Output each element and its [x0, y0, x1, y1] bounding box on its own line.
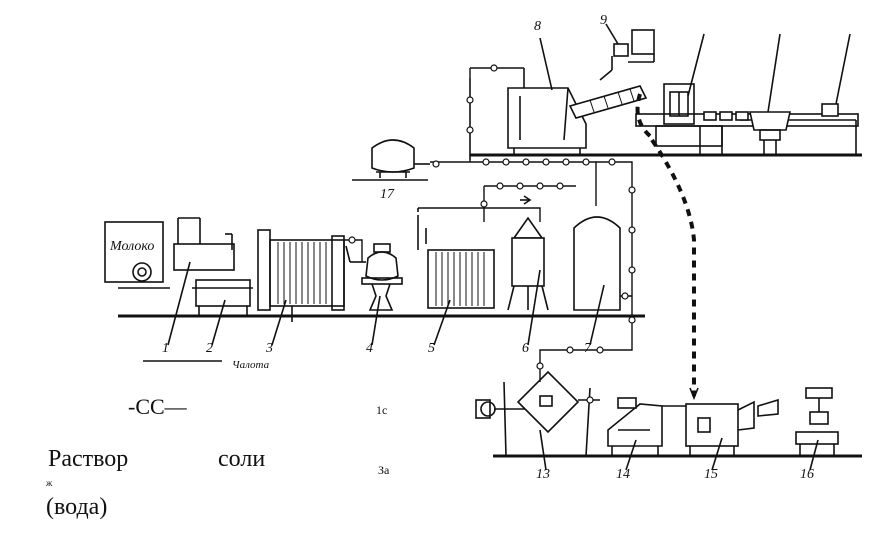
annotation-cc: -СС— — [128, 394, 187, 419]
equipment-9-dosing-unit — [599, 23, 655, 81]
equipment-7-storage-tank — [573, 216, 632, 346]
number-13: 13 — [536, 467, 550, 482]
equipment-5-pasteurizer — [417, 218, 495, 346]
label-frag3: ж — [45, 478, 53, 488]
number-4: 4 — [366, 341, 373, 356]
upper-press-line — [635, 33, 859, 155]
piping — [344, 64, 686, 407]
equipment-13-mixer — [475, 370, 591, 471]
annotation-brine-left: Раствор — [48, 446, 129, 472]
annotation-brine-right: соли — [218, 446, 266, 472]
number-16: 16 — [800, 467, 814, 482]
number-1: 1 — [162, 341, 169, 356]
equipment-6-silo — [507, 216, 549, 346]
equipment-17-tank — [352, 139, 430, 181]
number-8: 8 — [534, 19, 541, 34]
equipment-16-press — [795, 387, 839, 471]
equipment-2-tank — [192, 279, 253, 346]
number-15: 15 — [704, 467, 718, 482]
conveyor-rollers — [703, 111, 749, 121]
equipment-8-cheese-vat — [469, 37, 648, 160]
number-2: 2 — [206, 341, 213, 356]
label-frag2: Зa — [378, 463, 390, 477]
label-water: Чалота — [232, 359, 270, 371]
equipment-1-milk-reception — [104, 217, 235, 346]
label-milk: Молоко — [109, 239, 154, 254]
number-6: 6 — [522, 341, 529, 356]
equipment-14-cutter — [607, 397, 663, 471]
pipe-beads — [348, 64, 636, 404]
number-14: 14 — [616, 467, 630, 482]
equipment-3-plate-exchanger — [257, 229, 345, 346]
equipment-15-packer — [685, 398, 779, 471]
annotation-water: (вода) — [46, 494, 108, 520]
number-5: 5 — [428, 341, 435, 356]
number-3: 3 — [265, 341, 273, 356]
number-9: 9 — [600, 13, 607, 28]
label-frag1: 1с — [376, 403, 387, 417]
number-17: 17 — [380, 187, 395, 202]
floor-lines — [118, 153, 862, 458]
equipment-numbers: 1 2 3 4 5 6 7 8 9 13 14 15 16 17 — [162, 13, 814, 482]
number-7: 7 — [584, 341, 592, 356]
equipment-4-separator — [345, 243, 403, 346]
chain-conveyor — [650, 138, 699, 401]
diagram-labels: Молоко Чалота 1с Зa ж — [45, 239, 390, 488]
